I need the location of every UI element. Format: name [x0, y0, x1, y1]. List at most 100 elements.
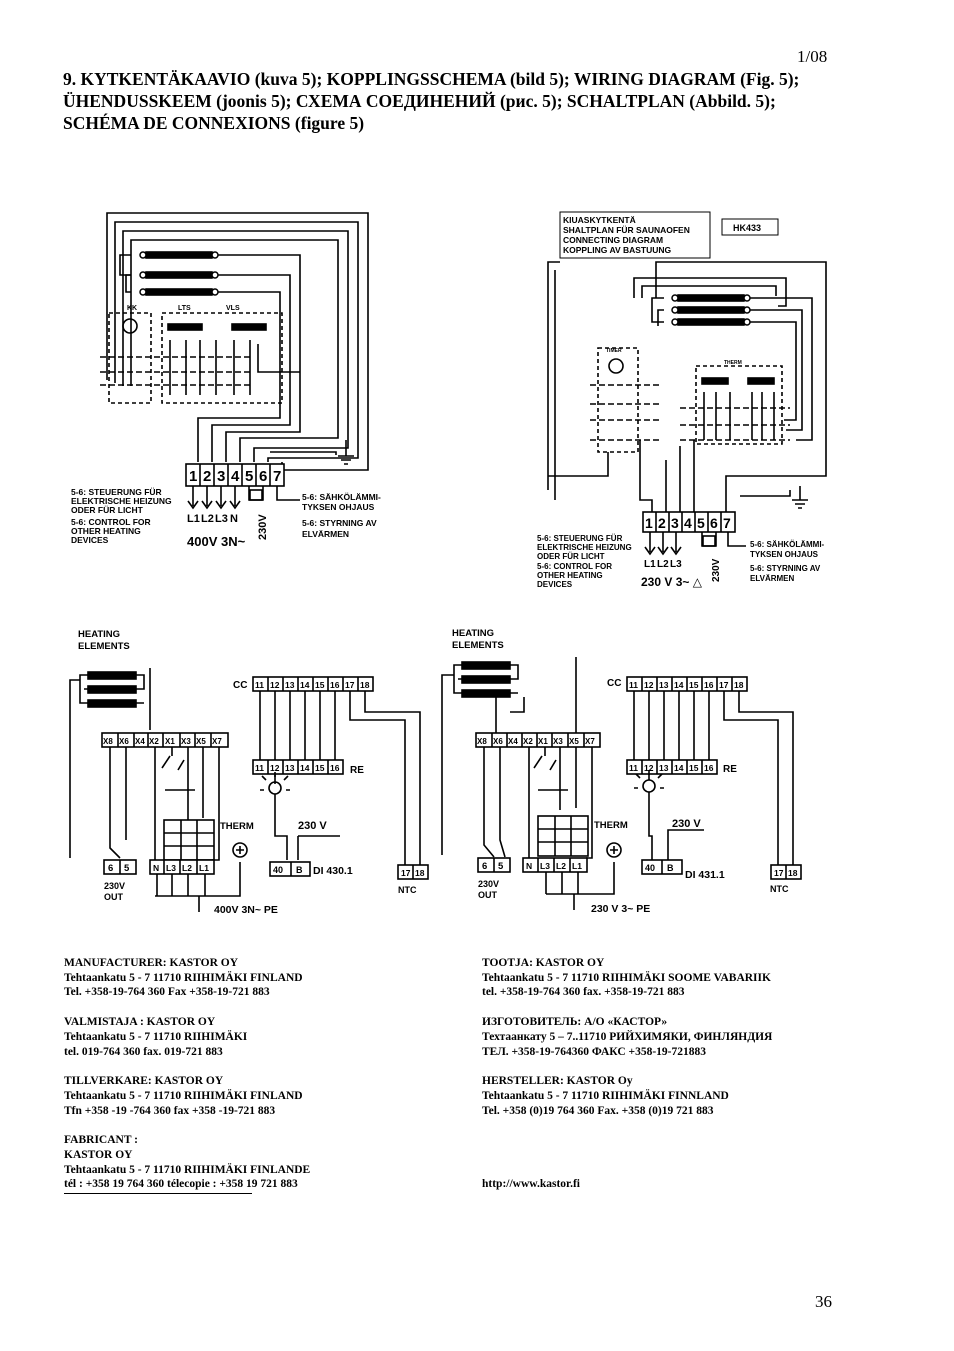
note-line: OTHER HEATING [71, 526, 141, 536]
note-line: TYKSEN OHJAUS [750, 550, 819, 559]
website-link[interactable]: http://www.kastor.fi [482, 1178, 580, 1190]
ntc-label: NTC [770, 884, 789, 894]
kk-label: KK [127, 305, 137, 312]
terminal-label: X3 [181, 737, 191, 746]
contact-line: Tehtaankatu 5 - 7 11710 RIIHIMÄKI FINNLA… [482, 1089, 729, 1102]
title-line: SCHÉMA DE CONNEXIONS (figure 5) [63, 113, 365, 133]
lts-label: LTS [178, 305, 191, 312]
diagram-b-labels: KIUASKYTKENTÄ SHALTPLAN FÜR SAUNAOFEN CO… [537, 215, 825, 589]
ntc-terminal: 18 [788, 868, 798, 878]
ntc-terminal: 18 [415, 868, 425, 878]
note-right: 5-6: SÄHKÖLÄMMI- TYKSEN OHJAUS 5-6: STYR… [750, 540, 825, 583]
re-label: RE [723, 764, 737, 775]
out-terminal: 5 [124, 863, 130, 874]
note-left: 5-6: STEUERUNG FÜR ELEKTRISCHE HEIZUNG O… [537, 534, 632, 589]
note-line: ODER FÜR LICHT [71, 505, 144, 515]
terminal-label: 4 [684, 515, 692, 531]
terminal-label: 14 [300, 680, 310, 690]
box-title-line: KIUASKYTKENTÄ [563, 215, 636, 225]
terminal-label: X3 [553, 737, 563, 746]
cc-label: CC [233, 680, 247, 691]
terminal-label: 13 [659, 763, 669, 773]
contact-line: tel. 019-764 360 fax. 019-721 883 [64, 1045, 223, 1058]
phase-label: L2 [657, 559, 669, 570]
contact-line: MANUFACTURER: KASTOR OY [64, 957, 238, 969]
note-line: ELVÄRMEN [302, 529, 349, 539]
contact-line: Tehtaankatu 5 - 7 11710 RIIHIMÄKI FINLAN… [64, 971, 303, 984]
control-voltage: 230V [711, 558, 722, 582]
contact-block: TOOTJA: KASTOR OY Tehtaankatu 5 - 7 1171… [482, 956, 772, 1000]
box-title: KIUASKYTKENTÄ SHALTPLAN FÜR SAUNAOFEN CO… [563, 215, 690, 255]
terminal-label: 12 [644, 763, 654, 773]
note-line: ELEKTRISCHE HEIZUNG [537, 543, 632, 552]
supply-terminals: N L3 L2 L1 [526, 861, 582, 871]
terminal-label: 3 [217, 468, 225, 485]
di-terminal: B [667, 863, 674, 873]
terminal-label: 4 [231, 468, 240, 485]
terminal-label: 5 [245, 468, 253, 485]
out-label: OUT [478, 890, 498, 900]
contact-line: FABRICANT : [64, 1134, 139, 1147]
note-right: 5-6: SÄHKÖLÄMMI- TYKSEN OHJAUS 5-6: STYR… [302, 492, 381, 539]
heating-label: ELEMENTS [78, 641, 130, 652]
phase-label: L1 [187, 513, 200, 525]
terminal-label: 14 [674, 680, 684, 690]
contacts-left: MANUFACTURER: KASTOR OY Tehtaankatu 5 - … [64, 956, 310, 1207]
terminal-label: 16 [704, 680, 714, 690]
contact-line: Tfn +358 -19 -764 360 fax +358 -19-721 8… [64, 1104, 276, 1117]
terminal-label: 7 [273, 468, 281, 485]
terminal-label: X5 [569, 737, 579, 746]
terminal-label: 13 [285, 680, 295, 690]
terminal-label: X8 [477, 737, 487, 746]
terminal-label: 11 [255, 680, 264, 690]
contacts-right: TOOTJA: KASTOR OY Tehtaankatu 5 - 7 1171… [482, 956, 772, 1133]
terminal-label: 16 [704, 763, 714, 773]
note-line: DEVICES [71, 535, 109, 545]
out-terminal: 5 [498, 861, 504, 872]
contact-line: Техтаанкату 5 – 7..11710 РИЙХИМЯКИ, ФИНЛ… [482, 1030, 773, 1043]
supply-label: 400V 3N~ [187, 534, 246, 549]
note-line: 5-6: STEUERUNG FÜR [537, 534, 623, 543]
note-line: DEVICES [537, 580, 573, 589]
phase-label: L3 [215, 513, 228, 525]
ntc-label: NTC [398, 885, 417, 895]
cc-label: CC [607, 678, 621, 689]
diagram-a [100, 212, 369, 510]
di-label: DI 430.1 [313, 865, 353, 877]
di-label: DI 431.1 [685, 869, 725, 881]
re-terminals: 11 12 13 14 15 16 [255, 763, 340, 773]
terminal-label: 17 [345, 680, 355, 690]
phase-label: L2 [201, 513, 214, 525]
note-line: ODER FÜR LICHT [537, 552, 605, 561]
terminal-label: X1 [538, 737, 548, 746]
voltage-label: 230 V [672, 818, 701, 830]
contact-block: FABRICANT : KASTOR OY Tehtaankatu 5 - 7 … [64, 1133, 310, 1192]
terminal-label: 15 [315, 680, 325, 690]
terminal-label: 15 [689, 680, 699, 690]
supply-label: 400V 3N~ PE [214, 904, 278, 916]
terminal-label: L3 [166, 863, 176, 873]
out-label: 230V [478, 879, 499, 889]
terminal-label: 3 [671, 515, 679, 531]
contact-line: Tehtaankatu 5 - 7 11710 RIIHIMÄKI FINLAN… [64, 1089, 303, 1102]
cc-terminals: 11 12 13 14 15 16 17 18 [255, 680, 370, 690]
contact-line: tel. +358-19-764 360 fax. +358-19-721 88… [482, 986, 685, 999]
terminal-label: 13 [659, 680, 669, 690]
phase-label: N [230, 513, 238, 525]
heating-label: ELEMENTS [452, 640, 504, 651]
contact-line: Tehtaankatu 5 - 7 11710 RIIHIMÄKI FINLAN… [64, 1163, 311, 1176]
terminal-label: 16 [330, 680, 340, 690]
therm-label: THERM [220, 821, 254, 832]
contact-line: ТЕЛ. +358-19-764360 ФАКС +358-19-721883 [482, 1045, 706, 1058]
terminal-label: X8 [103, 737, 113, 746]
phase-label: L3 [670, 559, 682, 570]
control-voltage: 230V [257, 514, 269, 540]
phase-label: L1 [644, 559, 656, 570]
contact-line: Tehtaankatu 5 - 7 11710 RIIHIMÄKI SOOME … [482, 971, 771, 984]
terminal-label: 11 [629, 680, 638, 690]
diagram-c-labels: HEATING ELEMENTS CC 11 12 13 14 15 16 17… [78, 629, 425, 916]
therm-label: THERM [594, 820, 628, 831]
terminal-label: 2 [658, 515, 666, 531]
contact-line: KASTOR OY [64, 1149, 133, 1162]
terminal-label: L1 [199, 863, 209, 873]
